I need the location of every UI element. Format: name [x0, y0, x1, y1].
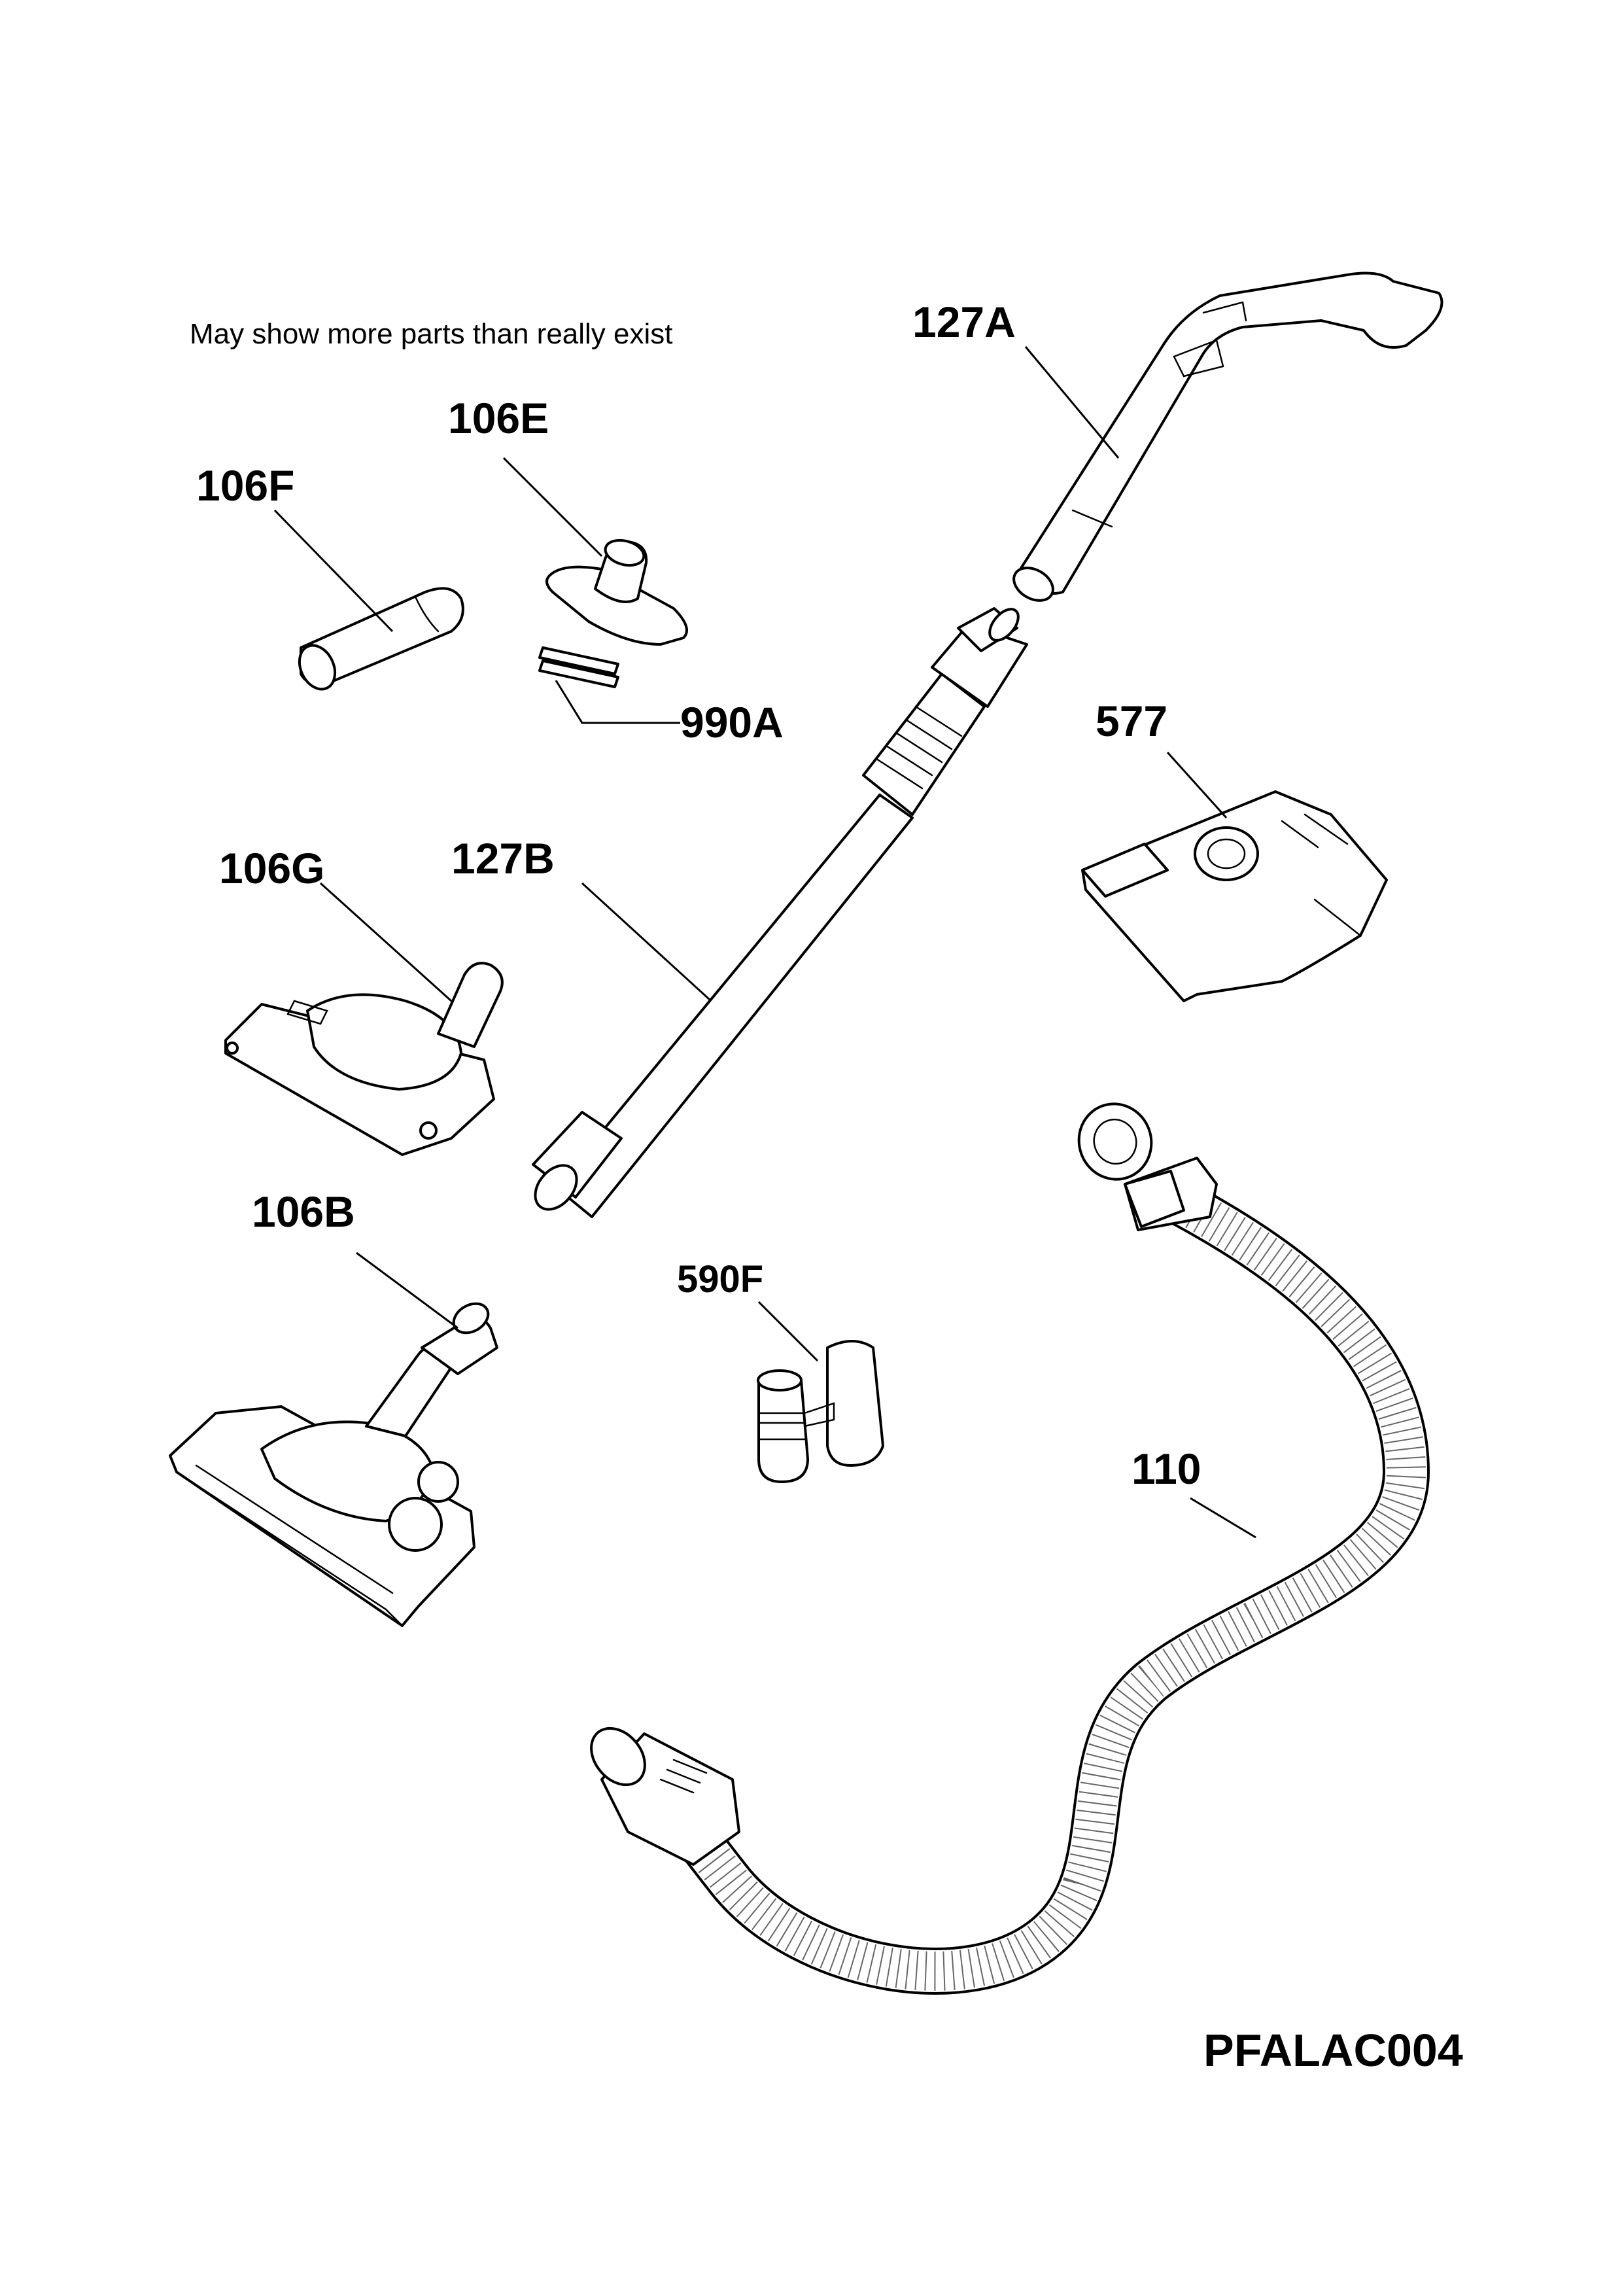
label-590F: 590F — [677, 1258, 763, 1301]
part-990A-brush-strips — [538, 646, 619, 688]
leader-590F — [757, 1301, 819, 1362]
part-127A-handle-tube — [1012, 272, 1443, 602]
part-106F-crevice-tool — [298, 587, 464, 691]
part-127B-telescopic-tube — [532, 607, 1028, 1218]
label-127B: 127B — [451, 834, 555, 883]
leader-577 — [1166, 751, 1228, 819]
label-577: 577 — [1096, 697, 1167, 745]
label-106E: 106E — [448, 394, 549, 442]
part-577-dust-bag — [1081, 790, 1388, 1002]
label-106G: 106G — [219, 844, 324, 892]
part-110-suction-hose — [590, 1102, 1430, 1995]
label-990A: 990A — [680, 698, 784, 746]
label-127A: 127A — [912, 298, 1016, 346]
part-106E-upholstery-nozzle — [545, 538, 688, 646]
leader-106B — [356, 1252, 458, 1329]
leader-106F — [273, 509, 394, 633]
label-106B: 106B — [252, 1187, 355, 1236]
leader-106G — [319, 882, 453, 1002]
leader-990A — [555, 680, 680, 724]
label-110: 110 — [1132, 1445, 1201, 1493]
part-590F-tool-holder — [757, 1340, 884, 1483]
part-106G-parquet-nozzle — [224, 962, 504, 1156]
disclaimer-note: May show more parts than really exist — [190, 318, 673, 350]
part-106B-floor-nozzle — [169, 1302, 498, 1627]
leader-127B — [581, 882, 711, 1001]
leader-127A — [1024, 346, 1120, 459]
leader-106E — [502, 457, 603, 557]
label-106F: 106F — [196, 461, 294, 510]
drawing-reference: PFALAC004 — [1203, 2025, 1463, 2076]
leader-110 — [1190, 1497, 1256, 1539]
